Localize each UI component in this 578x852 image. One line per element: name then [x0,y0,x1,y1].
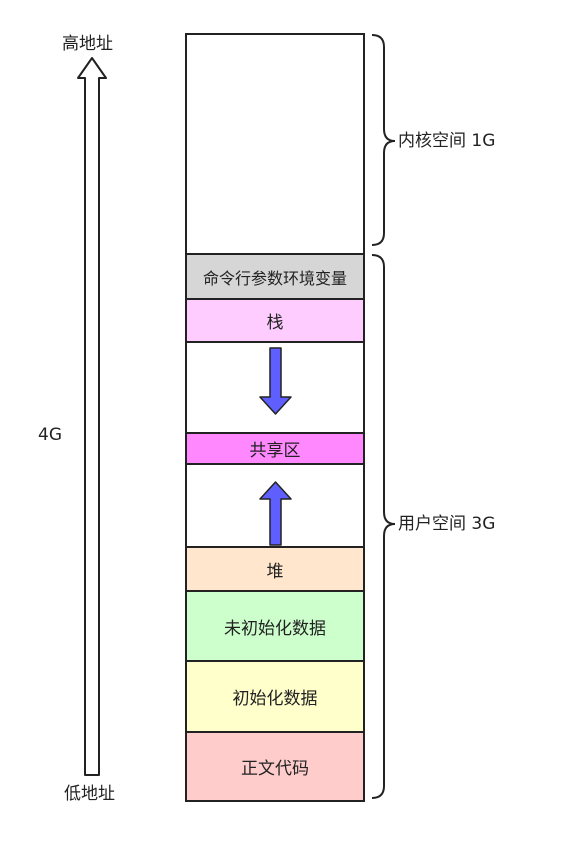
kernel-space-brace [371,34,396,246]
high-address-label: 高地址 [62,34,113,54]
total-size-label: 4G [38,425,62,445]
text-block: 正文代码 [185,731,365,802]
stack-label: 栈 [266,313,284,333]
heap-block: 堆 [185,546,365,592]
env-args-label: 命令行参数环境变量 [202,268,347,288]
shared-label: 共享区 [249,441,301,461]
kernel-space-block [185,33,365,255]
user-space-label: 用户空间 3G [398,514,496,534]
heap-label: 堆 [266,561,284,582]
down-arrow-icon [259,347,292,415]
env-args-block: 命令行参数环境变量 [185,253,365,300]
low-address-label: 低地址 [64,784,115,804]
data-label: 初始化数据 [232,689,318,709]
address-up-arrow-icon [77,57,107,776]
bss-label: 未初始化数据 [224,618,326,639]
up-arrow-icon [259,481,292,546]
bss-block: 未初始化数据 [185,590,365,662]
text-label: 正文代码 [241,759,309,779]
data-block: 初始化数据 [185,660,365,733]
kernel-space-label: 内核空间 1G [398,131,496,151]
user-space-brace [371,254,396,799]
